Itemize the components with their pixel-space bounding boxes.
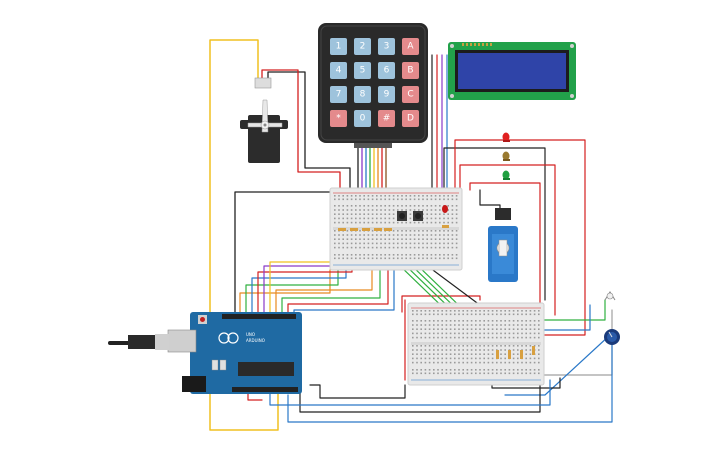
resistor[interactable] [384, 228, 392, 231]
led-green[interactable] [502, 170, 511, 181]
keypad-key-label: 4 [336, 66, 342, 76]
keypad-key-label: 6 [384, 66, 390, 76]
lcd-display[interactable] [448, 42, 576, 100]
red-wire-bottom2[interactable] [247, 391, 263, 401]
keypad-key-label: 3 [384, 42, 390, 52]
resistor[interactable] [374, 228, 382, 231]
keypad-key-label: 8 [360, 90, 366, 100]
black-wire-servo[interactable] [267, 71, 351, 193]
keypad-key-label: D [407, 114, 414, 124]
keypad-key-4[interactable]: 4 [330, 62, 347, 79]
lcd-pins [462, 43, 492, 46]
keypad-key-label: C [407, 90, 413, 100]
photoresistor[interactable] [604, 291, 616, 301]
keypad-key-label: * [336, 114, 341, 124]
led-yellow[interactable] [502, 151, 511, 162]
led-wire-black[interactable] [443, 147, 546, 301]
keypad-key-label: 0 [360, 114, 366, 124]
keypad-key-8[interactable]: 8 [354, 86, 371, 103]
push-button-2[interactable] [413, 211, 423, 221]
arduino-text-label: ARDUINO [246, 338, 265, 343]
keypad[interactable]: 1 2 3 A 4 5 6 B 7 8 9 C * 0 # D [318, 23, 428, 148]
black-wire-gnd[interactable] [234, 191, 336, 316]
resistor[interactable] [362, 228, 370, 231]
resistors-bottom [496, 346, 535, 359]
led-red-board[interactable] [442, 205, 448, 213]
usb-port[interactable] [167, 329, 197, 353]
breadboard-top[interactable] [329, 187, 463, 271]
resistors-top [338, 225, 449, 231]
push-button-1[interactable] [397, 211, 407, 221]
keypad-key-label: 9 [384, 90, 390, 100]
keypad-key-3[interactable]: 3 [378, 38, 395, 55]
keypad-keys: 1 2 3 A 4 5 6 B 7 8 9 C * 0 # D [330, 38, 419, 127]
lcd-screen [458, 53, 566, 89]
keypad-key-label: 5 [360, 66, 366, 76]
keypad-key-1[interactable]: 1 [330, 38, 347, 55]
keypad-key-9[interactable]: 9 [378, 86, 395, 103]
arduino-logo [218, 332, 230, 344]
red-wire-servo[interactable] [261, 69, 341, 193]
black-wire-bottom[interactable] [299, 384, 541, 413]
keypad-key-label: A [407, 42, 414, 52]
keypad-key-#[interactable]: # [378, 110, 395, 127]
blue-wire-pot[interactable] [504, 334, 611, 396]
led-wire-red3[interactable] [469, 182, 541, 311]
resistor[interactable] [508, 350, 511, 359]
keypad-key-7[interactable]: 7 [330, 86, 347, 103]
keypad-key-5[interactable]: 5 [354, 62, 371, 79]
breadboard-top-holes [334, 195, 458, 260]
arduino-board [190, 312, 302, 394]
keypad-key-0[interactable]: 0 [354, 110, 371, 127]
keypad-ribbon [357, 144, 387, 196]
led-wire-red2[interactable] [459, 164, 556, 316]
blue-wire-bottom[interactable] [287, 344, 613, 423]
resistor[interactable] [520, 350, 523, 359]
blue-wire-bottom2[interactable] [269, 379, 551, 406]
resistor[interactable] [338, 228, 346, 231]
keypad-key-D[interactable]: D [402, 110, 419, 127]
arduino-uno-label: UNO [246, 332, 255, 337]
resistor[interactable] [442, 225, 449, 228]
keypad-connector [354, 143, 392, 148]
servo-motor-left[interactable] [240, 77, 288, 163]
atmega-chip [238, 362, 294, 376]
keypad-key-A[interactable]: A [402, 38, 419, 55]
keypad-key-label: 7 [336, 90, 342, 100]
keypad-key-label: 2 [360, 42, 366, 52]
keypad-key-2[interactable]: 2 [354, 38, 371, 55]
power-jack [182, 376, 206, 392]
resistor[interactable] [350, 228, 358, 231]
red-wire-lower[interactable] [401, 295, 481, 313]
keypad-key-C[interactable]: C [402, 86, 419, 103]
keypad-key-label: B [407, 66, 413, 76]
resistor[interactable] [532, 346, 535, 355]
yellow-wire[interactable] [209, 39, 279, 431]
potentiometer[interactable] [604, 329, 620, 345]
green-wire-right[interactable] [519, 299, 606, 321]
led-wire-red1[interactable] [454, 139, 586, 336]
keypad-key-B[interactable]: B [402, 62, 419, 79]
servo-motor-right[interactable] [488, 208, 518, 282]
keypad-key-label: 1 [336, 42, 342, 52]
keypad-key-6[interactable]: 6 [378, 62, 395, 79]
keypad-key-*[interactable]: * [330, 110, 347, 127]
arduino-uno[interactable]: UNO ARDUINO [128, 312, 302, 394]
keypad-key-label: # [383, 114, 391, 124]
resistor[interactable] [496, 350, 499, 359]
breadboard-bottom[interactable] [407, 302, 545, 386]
led-red[interactable] [502, 132, 511, 143]
black-wire-bottom2[interactable] [309, 384, 406, 399]
